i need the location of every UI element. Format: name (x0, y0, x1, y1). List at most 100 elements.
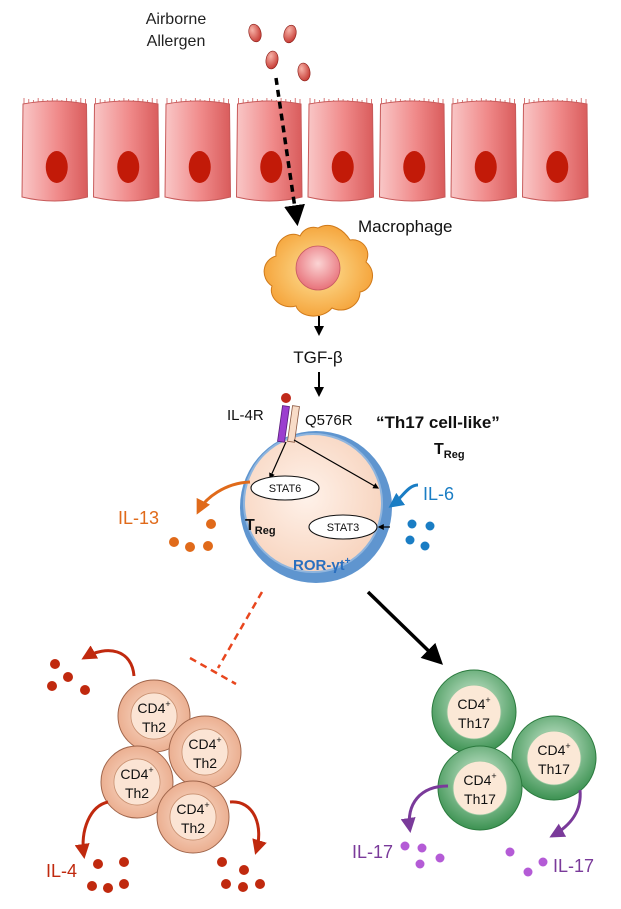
cell-nucleus (130, 692, 178, 740)
il6-dot (425, 521, 435, 531)
il17-dot (417, 843, 427, 853)
epithelial-cell-body (307, 100, 375, 202)
il6-dot (420, 541, 430, 551)
epithelial-nucleus (546, 151, 569, 183)
epithelial-cell (450, 98, 518, 202)
epithelial-cell-body (235, 100, 303, 202)
il13-cytokine-dots (169, 519, 216, 552)
epithelial-nucleus (117, 151, 140, 183)
il6-signal-arrow (388, 483, 419, 508)
il4-dot (87, 881, 97, 891)
th17-label: Th17 (458, 715, 490, 731)
il4r-chain-purple (277, 405, 290, 443)
macrophage-cell (263, 224, 374, 317)
cell-nucleus (169, 793, 217, 841)
cd4-label: CD4+ (188, 735, 221, 752)
th17-label: Th17 (464, 791, 496, 807)
stat6-label: STAT6 (269, 483, 302, 495)
q576r-label: Q576R (305, 412, 353, 429)
il4-dot (239, 865, 249, 875)
allergen-penetration-arrow (274, 77, 305, 227)
treg-top-label: TReg (434, 441, 465, 461)
th17-label: Th17 (538, 761, 570, 777)
epithelial-cell (164, 98, 232, 202)
cell-nucleus (452, 760, 508, 816)
il4-dot (217, 857, 227, 867)
epithelial-nucleus (403, 151, 426, 183)
epithelial-cell-body (92, 100, 160, 202)
il13-dot (203, 541, 213, 551)
th17-cell: CD4+ Th17 (431, 669, 517, 755)
epithelial-nucleus (188, 151, 211, 183)
th17-like-label: “Th17 cell-like” (376, 413, 500, 432)
il17-label-left: IL-17 (352, 842, 393, 862)
inhibition-line (216, 591, 264, 669)
epithelial-cell (378, 98, 446, 202)
epithelial-cell-body (450, 100, 518, 202)
il17-dots-right (505, 847, 548, 877)
il4-dot (119, 857, 129, 867)
th17-cell: CD4+Th17 (511, 715, 597, 801)
th17-cell: CD4+ Th17 (437, 745, 523, 831)
allergen-particles (248, 23, 311, 82)
il4r-chain-peach (287, 405, 300, 443)
cell-nucleus (113, 758, 161, 806)
th2-label: Th2 (193, 755, 217, 771)
cd4-label: CD4+ (176, 800, 209, 817)
il17-label-right: IL-17 (553, 856, 594, 876)
il4-arrow-bottom-right (229, 800, 267, 855)
il4-dot (103, 883, 113, 893)
il4-dot (119, 879, 129, 889)
cd4-label: CD4+ (457, 695, 490, 712)
il17-arrow-right (549, 789, 582, 838)
allergen-particle (248, 23, 262, 43)
macrophage-label: Macrophage (358, 217, 453, 236)
il4-dot (63, 672, 73, 682)
th2-cell: CD4+Th2 (100, 745, 174, 819)
il4-label: IL-4 (46, 861, 77, 881)
il4-dots-bottom-left (87, 857, 129, 893)
macrophage-nucleus (295, 245, 341, 291)
stat6-node (250, 475, 320, 501)
il17-dot (435, 853, 445, 863)
il4-dot (47, 681, 57, 691)
il13-dot (185, 542, 195, 552)
il17-dot (523, 867, 533, 877)
epithelial-cell-body (164, 100, 232, 202)
il4-dot (80, 685, 90, 695)
epithelial-layer (21, 98, 589, 202)
epithelial-nucleus (474, 151, 497, 183)
allergen-particle (283, 24, 297, 44)
th2-label: Th2 (181, 820, 205, 836)
receptor-to-stat6-arrow (269, 441, 287, 480)
inhibition-bar (189, 656, 237, 686)
receptor-to-stat3-arrow (293, 439, 380, 489)
epithelial-cell-body (521, 100, 589, 202)
epithelial-cell (235, 98, 303, 202)
il4r-label: IL-4R (227, 407, 264, 424)
allergen-label-line1: Airborne (146, 11, 207, 28)
ror-gamma-t-label: ROR-γt+ (293, 556, 351, 574)
il17-dot (505, 847, 515, 857)
il4-arrow-top (81, 645, 136, 677)
th2-label: Th2 (142, 719, 166, 735)
il17-arrow-left (400, 784, 449, 833)
allergen-particle (297, 62, 311, 82)
il13-dot (169, 537, 179, 547)
il17-dot (538, 857, 548, 867)
il4-dot (221, 879, 231, 889)
il13-secretion-arrow (196, 480, 251, 515)
cd4-label: CD4+ (463, 771, 496, 788)
treg-to-th17-arrow (366, 590, 444, 665)
th2-cell: CD4+ Th2 (168, 715, 242, 789)
il4-dots-top (47, 659, 90, 695)
il4r-ligand (281, 393, 291, 403)
epithelial-cell-body (378, 100, 446, 202)
il17-dots-left (400, 841, 445, 869)
epithelial-nucleus (260, 151, 283, 183)
il4-dot (93, 859, 103, 869)
il4-dots-bottom-right (217, 857, 265, 892)
il17-dot (415, 859, 425, 869)
